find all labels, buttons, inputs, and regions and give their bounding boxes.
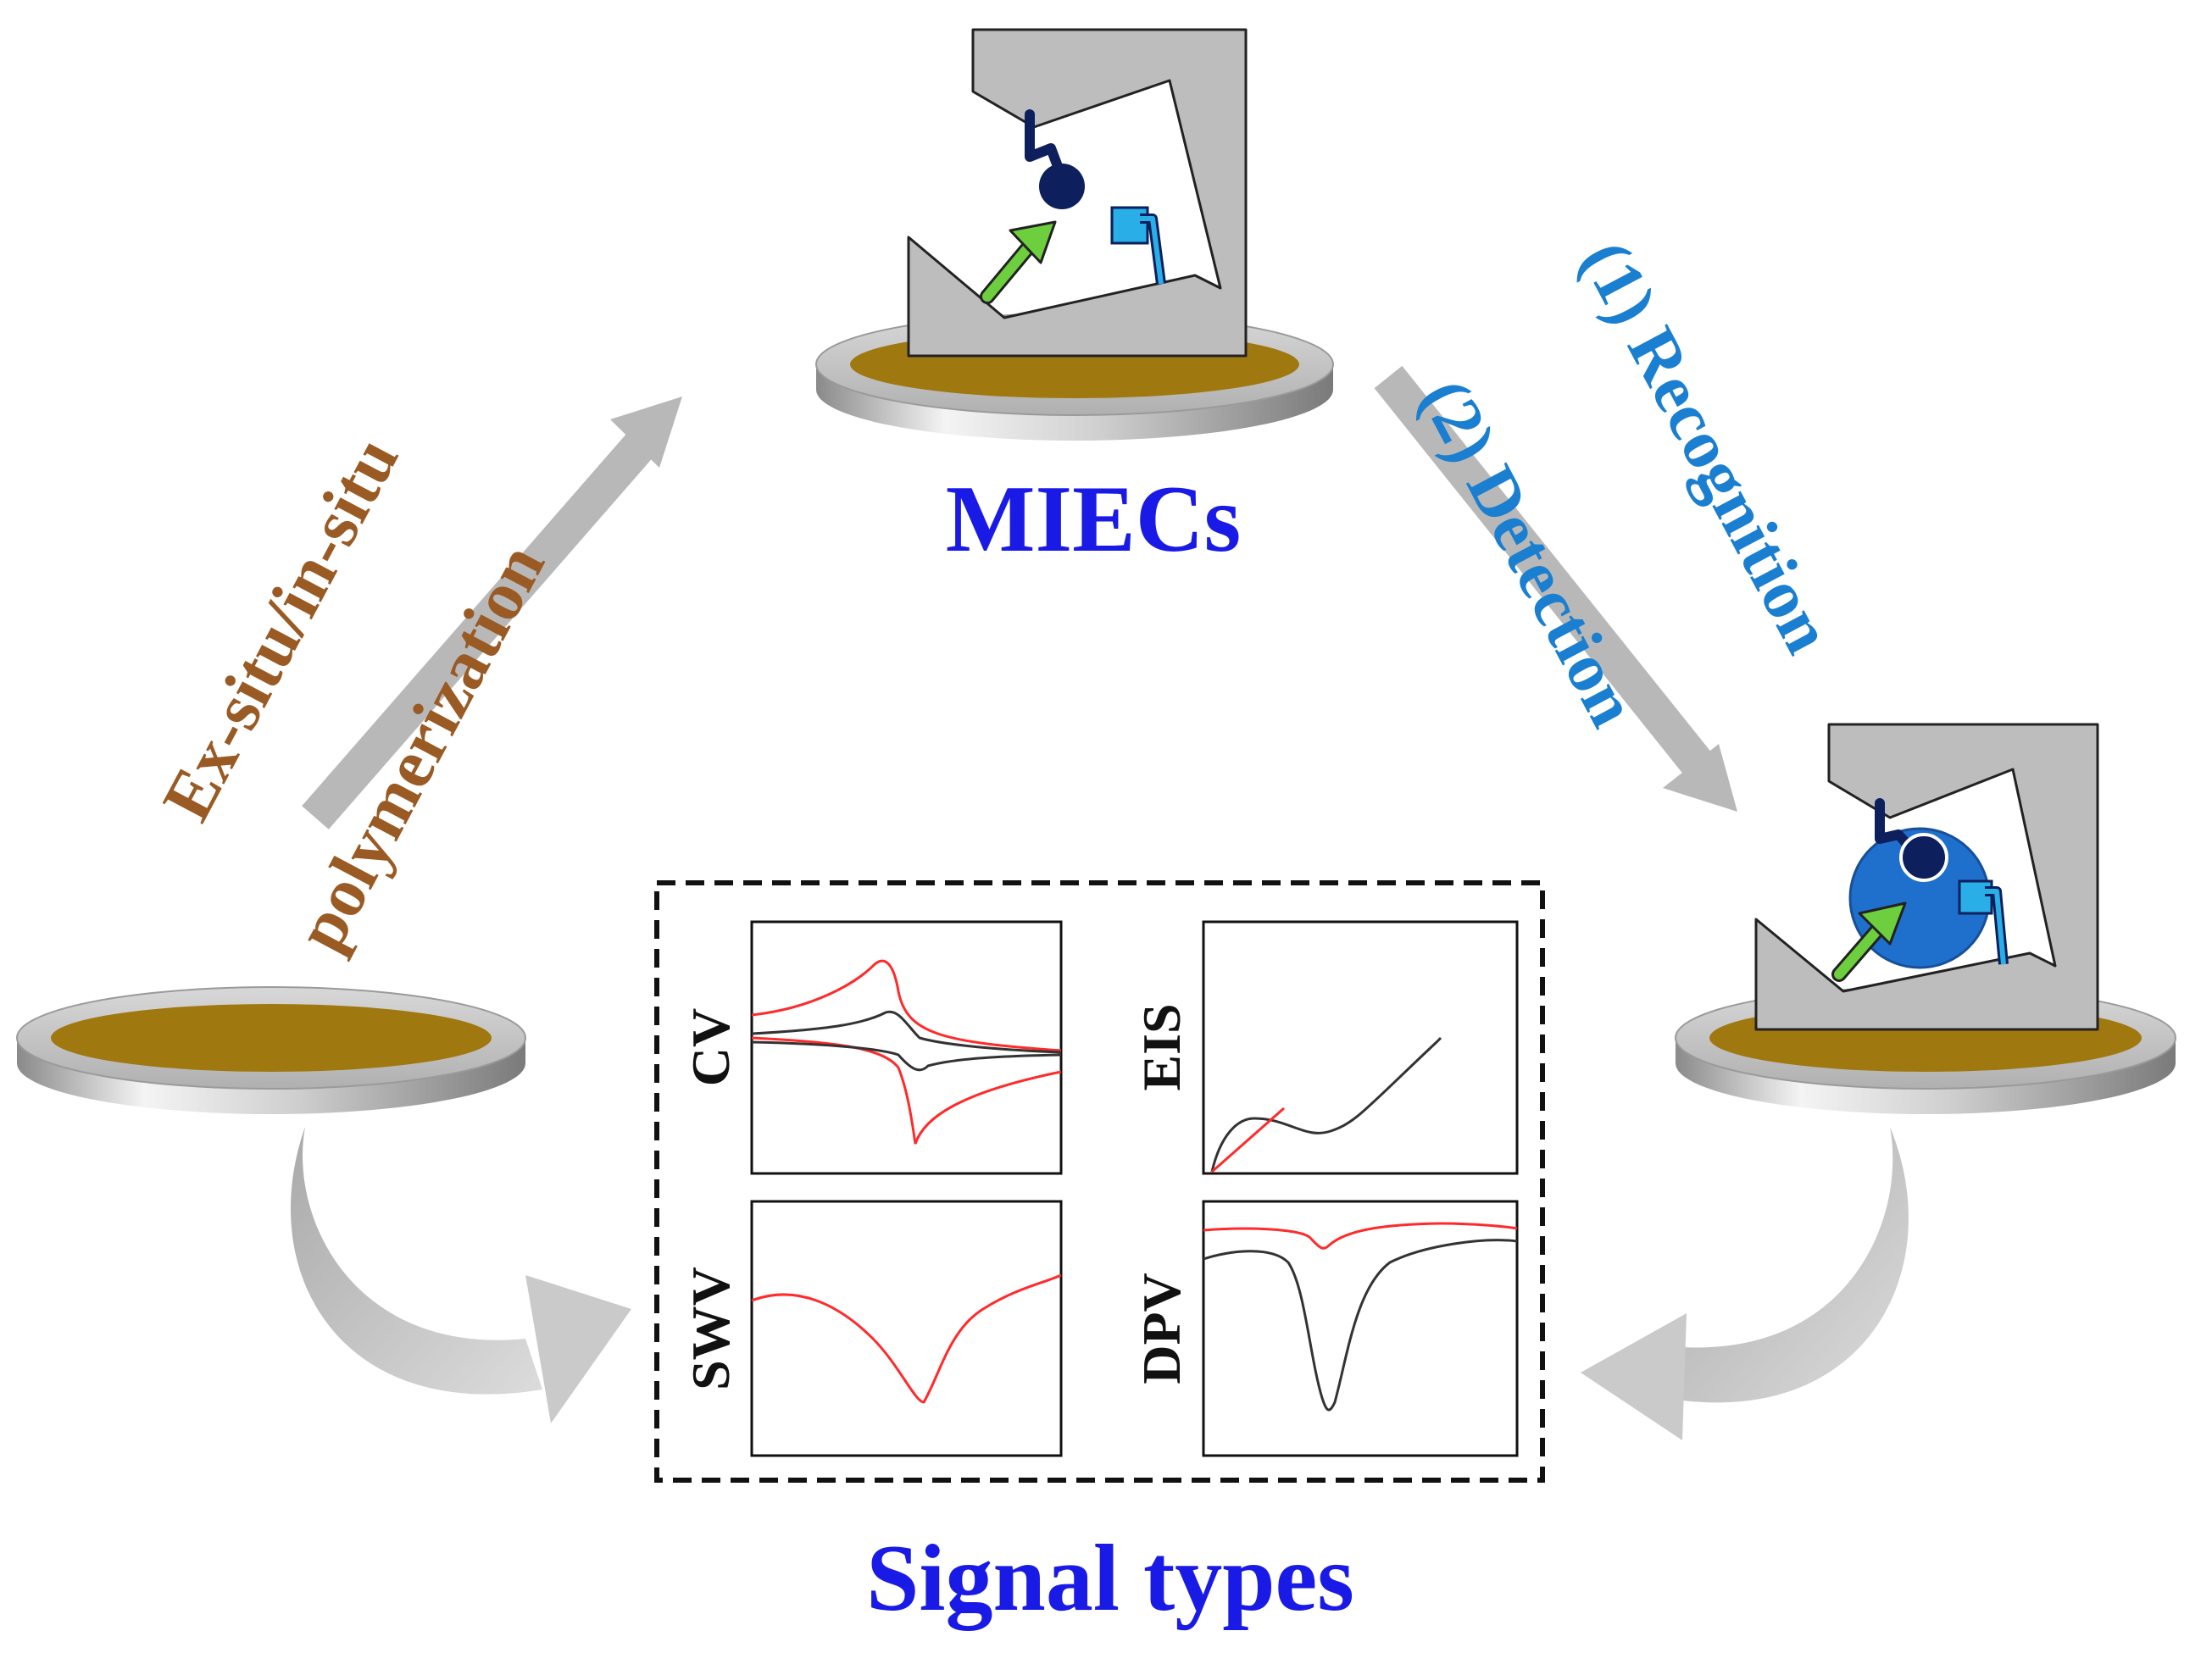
disk-electrode-icon xyxy=(16,986,526,1114)
curved-arrow-right xyxy=(1581,1127,1909,1440)
eis-label: EIS xyxy=(1131,1003,1192,1090)
dpv-panel: DPV xyxy=(1131,1200,1519,1457)
swv-panel: SWV xyxy=(681,1200,1063,1457)
dpv-label: DPV xyxy=(1131,1273,1192,1384)
center-title: MIECs xyxy=(946,467,1241,572)
right-arrow-label-2: (2) Detection xyxy=(1406,367,1653,739)
bottom-title: Signal types xyxy=(866,1526,1354,1631)
signal-types-box xyxy=(654,880,1545,1483)
right-arrow-label-1: (1) Recognition xyxy=(1566,228,1848,664)
eis-panel: EIS xyxy=(1131,920,1519,1175)
curved-arrow-left xyxy=(290,1127,631,1423)
swv-label: SWV xyxy=(681,1267,741,1390)
molecular-imprint-cavity-icon xyxy=(1754,723,2099,1031)
process-arrow-right xyxy=(1374,365,1737,812)
cv-panel: CV xyxy=(681,920,1063,1175)
cv-label: CV xyxy=(681,1008,741,1086)
molecular-imprint-cavity-icon xyxy=(907,28,1248,358)
process-arrow-left xyxy=(302,397,682,829)
